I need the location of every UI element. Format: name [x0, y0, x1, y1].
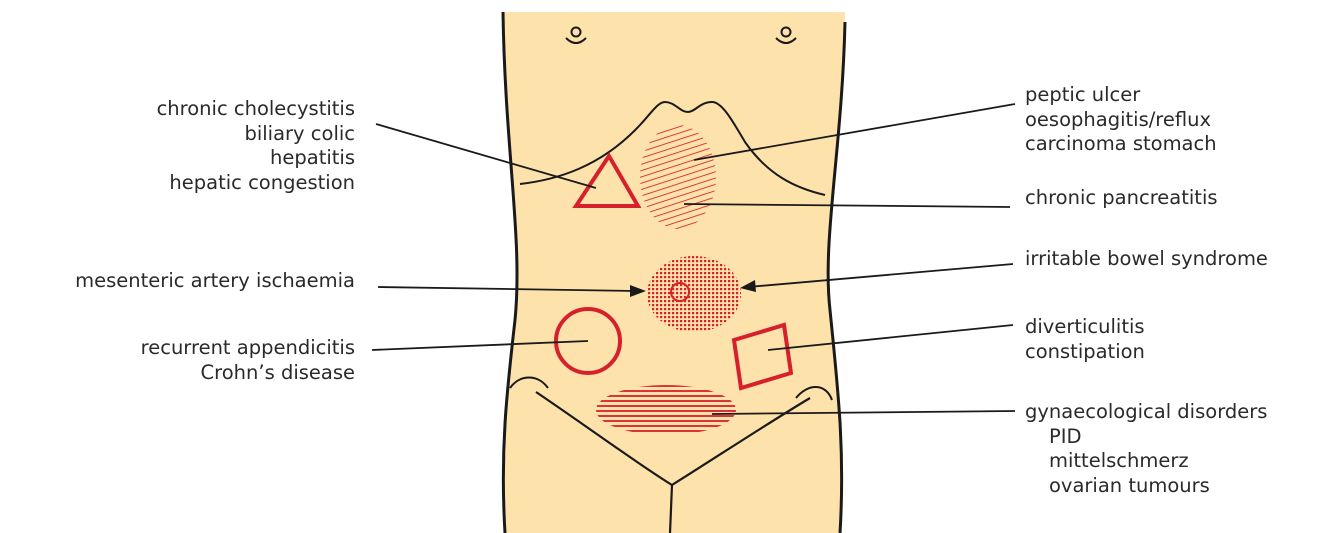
label-line: ovarian tumours [1025, 474, 1267, 499]
hatched-oval-marker [640, 125, 716, 229]
label-line: diverticulitis [1025, 315, 1145, 340]
label-gynae: gynaecological disorders PID mittelschme… [1025, 400, 1267, 498]
label-line: peptic ulcer [1025, 83, 1217, 108]
label-line: irritable bowel syndrome [1025, 247, 1268, 272]
label-line: biliary colic [157, 122, 355, 147]
label-line: recurrent appendicitis [141, 336, 355, 361]
label-stomach: peptic ulcer oesophagitis/reflux carcino… [1025, 83, 1217, 157]
label-appendix: recurrent appendicitis Crohn’s disease [141, 336, 355, 385]
label-line: hepatic congestion [157, 171, 355, 196]
label-line: chronic cholecystitis [157, 97, 355, 122]
cross-hatched-marker [647, 256, 741, 332]
label-gallbladder: chronic cholecystitis biliary colic hepa… [157, 97, 355, 195]
label-gynae-title: gynaecological disorders [1025, 400, 1267, 425]
label-pancreas: chronic pancreatitis [1025, 186, 1218, 211]
label-line: chronic pancreatitis [1025, 186, 1218, 211]
label-line: oesophagitis/reflux [1025, 108, 1217, 133]
label-line: constipation [1025, 340, 1145, 365]
label-line: mesenteric artery ischaemia [75, 269, 355, 294]
label-line: Crohn’s disease [141, 361, 355, 386]
label-line: PID [1025, 425, 1267, 450]
label-line: mittelschmerz [1025, 449, 1267, 474]
label-line: hepatitis [157, 146, 355, 171]
label-line: carcinoma stomach [1025, 132, 1217, 157]
label-ibs: irritable bowel syndrome [1025, 247, 1268, 272]
label-ischaemia: mesenteric artery ischaemia [75, 269, 355, 294]
label-colon: diverticulitis constipation [1025, 315, 1145, 364]
